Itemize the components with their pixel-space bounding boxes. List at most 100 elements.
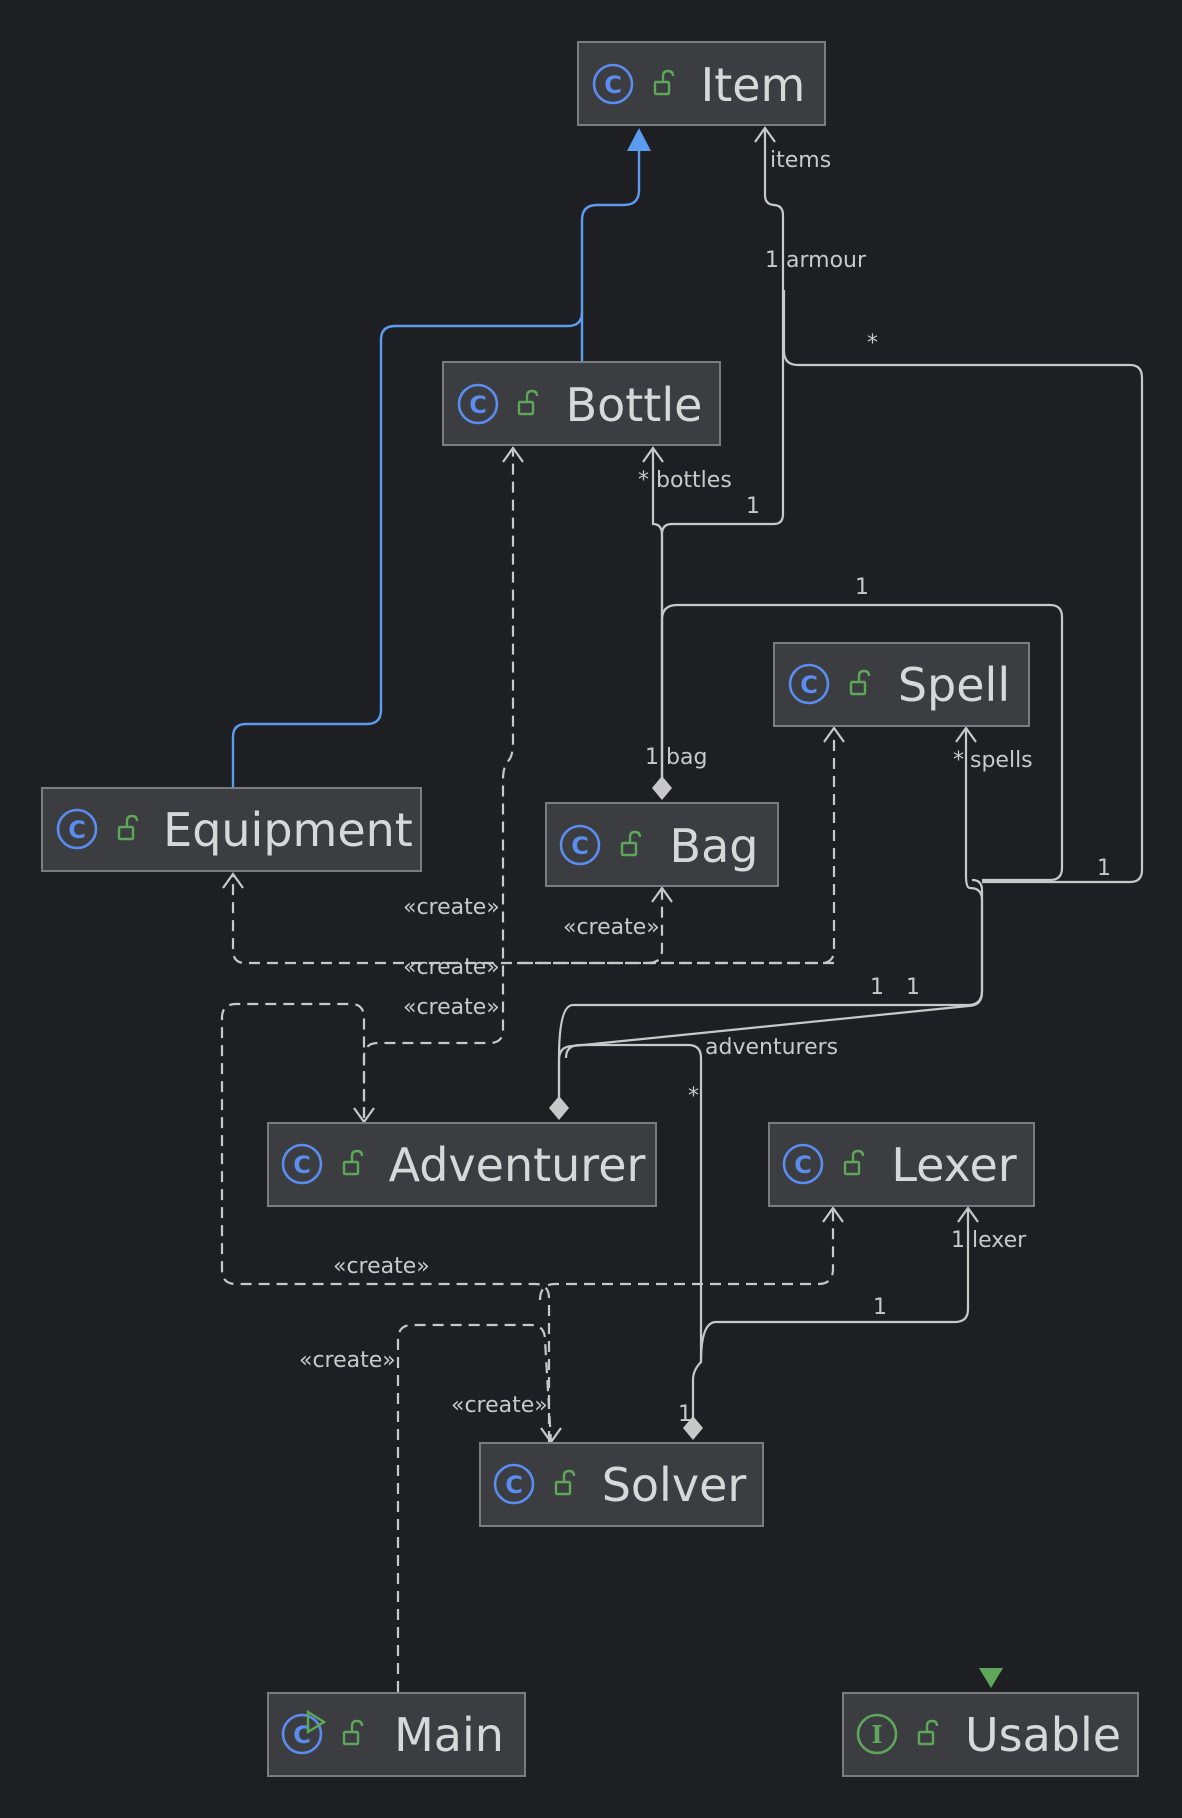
label-adventurers: adventurers <box>705 1035 838 1060</box>
arrowhead-bottle-bottles <box>642 446 664 463</box>
label-items: items <box>770 148 831 173</box>
edge-adventurer-creates-bottle[interactable] <box>362 448 515 1118</box>
composition-diamonds <box>549 776 703 1440</box>
edge-adventurer-stem[interactable] <box>557 878 984 1110</box>
svg-text:C: C <box>604 71 622 99</box>
edge-bottle-extends-item[interactable] <box>580 148 641 362</box>
label-multiplicity-adventurer-2: 1 <box>906 975 920 1000</box>
association-arrowheads <box>642 126 979 1223</box>
label-create-spell: «create» <box>403 955 500 980</box>
class-node-solver[interactable]: C Solver <box>479 1442 764 1527</box>
public-visibility-icon <box>849 669 871 696</box>
class-node-spell[interactable]: C Spell <box>773 642 1030 727</box>
edge-equipment-extends-item[interactable] <box>231 311 584 788</box>
svg-text:C: C <box>293 1151 311 1179</box>
svg-text:C: C <box>571 832 589 860</box>
label-multiplicity-bottles: * <box>638 468 649 493</box>
label-create-lexer: «create» <box>299 1348 396 1373</box>
arrowhead-bag-create <box>651 886 673 903</box>
class-node-main[interactable]: C Main <box>267 1692 526 1777</box>
label-multiplicity-solver: 1 <box>678 1402 692 1427</box>
public-visibility-icon <box>554 1469 576 1496</box>
class-name: Bottle <box>566 378 703 432</box>
diamond-adventurer <box>549 1096 569 1120</box>
public-visibility-icon <box>843 1149 865 1176</box>
class-icon <box>457 383 499 425</box>
class-name: Main <box>394 1708 504 1762</box>
interface-marker-icon <box>979 1668 1003 1688</box>
edge-labels: items 1 armour * * bottles 1 1 1 bag * s… <box>299 148 1111 1427</box>
class-name: Adventurer <box>389 1138 646 1192</box>
edge-solver-adventurers-adventurer[interactable] <box>564 1043 703 1424</box>
label-multiplicity-solver-lexer: 1 <box>873 1295 887 1320</box>
public-visibility-icon <box>653 69 675 96</box>
arrowhead-equipment-create <box>222 872 244 889</box>
svg-text:C: C <box>293 1721 311 1749</box>
interface-icon <box>856 1713 898 1755</box>
edge-adventurer-creates-bag[interactable] <box>516 890 834 965</box>
class-node-bag[interactable]: C Bag <box>545 802 779 887</box>
class-icon <box>782 1143 824 1185</box>
edge-adventurer-bag-bag[interactable] <box>660 603 1064 882</box>
class-name: Solver <box>602 1458 747 1512</box>
generalization-edges <box>231 128 651 788</box>
class-icon <box>281 1143 323 1185</box>
public-visibility-icon <box>117 814 139 841</box>
class-node-adventurer[interactable]: C Adventurer <box>267 1122 657 1207</box>
edge-adventurer-armour-item[interactable] <box>782 290 1144 884</box>
arrowhead-spell-create <box>823 726 845 743</box>
arrowhead-bottle-create <box>502 446 524 463</box>
label-multiplicity-bag-items: 1 <box>746 494 760 519</box>
public-visibility-icon <box>917 1719 939 1746</box>
label-create-adventurer: «create» <box>333 1254 430 1279</box>
generalization-arrowhead <box>627 128 651 151</box>
class-icon <box>788 663 830 705</box>
edge-solver-lexer-lexer[interactable] <box>699 1210 970 1363</box>
class-node-equipment[interactable]: C Equipment <box>41 787 422 872</box>
class-name: Bag <box>670 819 759 873</box>
label-multiplicity-spells: * <box>953 748 964 773</box>
arrowhead-lexer-lexer <box>957 1206 979 1223</box>
class-name: Item <box>701 58 806 112</box>
label-multiplicity-adventurer-bag: 1 <box>855 575 869 600</box>
dependency-edges <box>220 448 836 1692</box>
class-name: Spell <box>898 658 1010 712</box>
public-visibility-icon <box>342 1719 364 1746</box>
label-lexer: lexer <box>972 1228 1027 1253</box>
edge-bag-items-item[interactable] <box>660 128 785 780</box>
dependency-arrowheads <box>222 446 845 1444</box>
diamond-solver <box>683 1416 703 1440</box>
class-node-bottle[interactable]: C Bottle <box>442 361 721 446</box>
label-armour: armour <box>786 248 867 273</box>
interface-node-usable[interactable]: I Usable <box>842 1668 1139 1777</box>
edge-solver-creates-lexer[interactable] <box>538 1210 835 1301</box>
svg-text:C: C <box>469 391 487 419</box>
label-create-bottle: «create» <box>403 995 500 1020</box>
edge-main-creates-solver[interactable] <box>396 1323 553 1692</box>
class-name: Equipment <box>163 803 413 857</box>
class-icon <box>592 63 634 105</box>
class-node-item[interactable]: C Item <box>577 41 826 126</box>
svg-text:I: I <box>871 1720 882 1749</box>
label-multiplicity-armour: 1 <box>765 248 779 273</box>
edge-bag-bottles-bottle[interactable] <box>651 448 664 780</box>
svg-text:C: C <box>800 671 818 699</box>
svg-text:C: C <box>68 816 86 844</box>
label-multiplicity-armour-adventurer: 1 <box>1097 856 1111 881</box>
diamond-bag <box>652 776 672 800</box>
svg-text:C: C <box>794 1151 812 1179</box>
edge-solver-creates-adventurer[interactable] <box>220 1002 551 1442</box>
class-name: Lexer <box>891 1138 1016 1192</box>
label-multiplicity-bag: 1 <box>645 745 659 770</box>
run-icon <box>306 1709 327 1735</box>
label-create-bag: «create» <box>563 915 660 940</box>
class-name: Usable <box>965 1708 1121 1762</box>
arrowhead-spell-spells <box>955 726 977 743</box>
class-node-lexer[interactable]: C Lexer <box>768 1122 1035 1207</box>
association-edges <box>557 128 1144 1424</box>
public-visibility-icon <box>342 1149 364 1176</box>
label-multiplicity-adventurers: * <box>688 1084 699 1109</box>
main-class-icon <box>281 1713 323 1755</box>
public-visibility-icon <box>517 389 539 416</box>
